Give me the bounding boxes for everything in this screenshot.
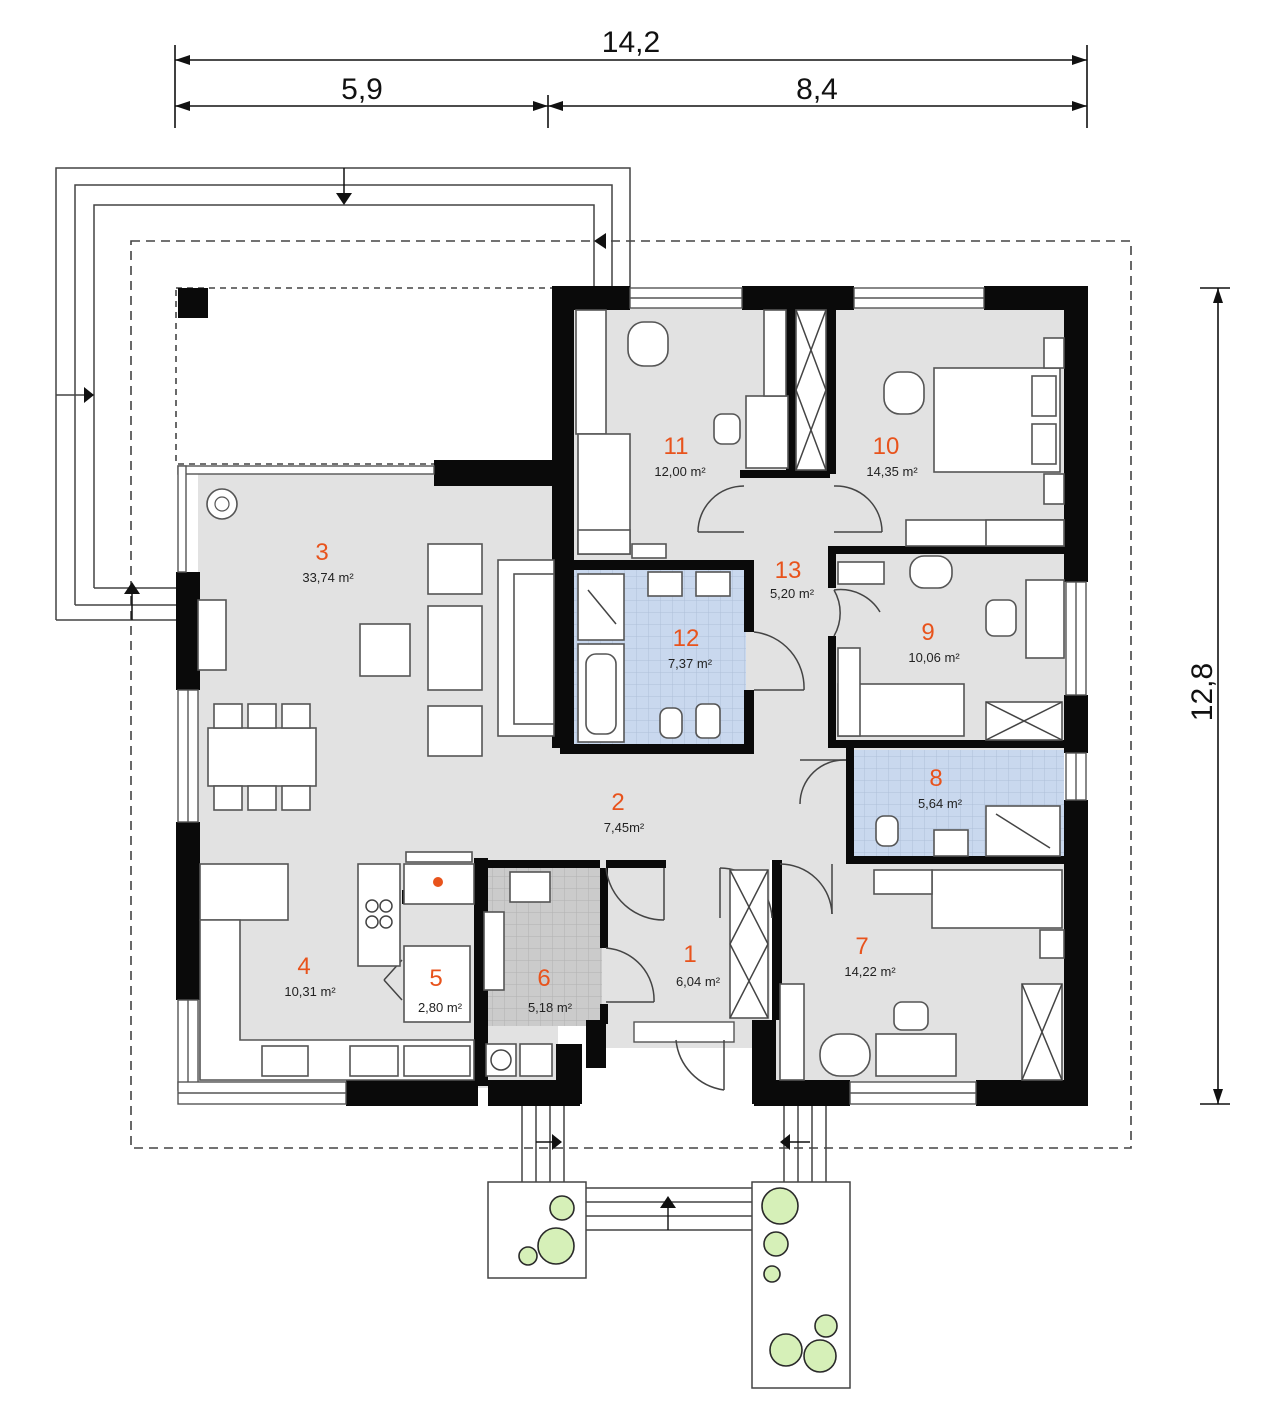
path-arrow-left (552, 1134, 562, 1150)
dim-height: 12,8 (1186, 663, 1219, 721)
bathroom-12-fixtures (577, 571, 731, 743)
room-13-area: 5,20 m² (770, 586, 815, 601)
room-7-area: 14,22 m² (844, 964, 896, 979)
dim-left-width: 5,9 (341, 73, 383, 106)
living-room-furniture (197, 488, 555, 811)
room-9-number: 9 (921, 619, 934, 646)
room-5-area: 2,80 m² (418, 1000, 463, 1015)
room-4-number: 4 (297, 953, 310, 980)
room-10-area: 14,35 m² (866, 464, 918, 479)
room-6-number: 6 (537, 965, 550, 992)
bedroom-10-furniture (883, 337, 1065, 547)
room-10-number: 10 (873, 433, 900, 460)
room-3-area: 33,74 m² (302, 570, 354, 585)
room-1-area: 6,04 m² (676, 974, 721, 989)
dim-right-width: 8,4 (796, 73, 838, 106)
room-1-number: 1 (683, 941, 696, 968)
room-7-number: 7 (855, 933, 868, 960)
room-5-number: 5 (429, 965, 442, 992)
planter-trees (518, 1187, 838, 1373)
gutter-arrow-right (594, 233, 606, 249)
windows (177, 287, 1087, 1105)
room-8-area: 5,64 m² (918, 796, 963, 811)
utility-fixtures (483, 871, 553, 1077)
bedroom-11-furniture (575, 309, 827, 559)
walls (176, 286, 1088, 1106)
room-2-area: 7,45m² (604, 820, 645, 835)
room-12-number: 12 (673, 625, 700, 652)
kitchen-furniture (199, 851, 475, 1081)
roof-outline (130, 240, 1132, 1149)
entrance-and-bedroom-7-furniture (729, 869, 1065, 1081)
path-arrow-middle (660, 1196, 676, 1208)
room-3-number: 3 (315, 539, 328, 566)
gutter-arrow-left (84, 387, 94, 403)
room-11-area: 12,00 m² (654, 464, 706, 479)
room-11-number: 11 (664, 433, 689, 460)
room-9-area: 10,06 m² (908, 650, 960, 665)
dim-total-width: 14,2 (602, 26, 660, 59)
room-8-number: 8 (929, 765, 942, 792)
room-labels: 3 33,74 m² 11 12,00 m² 10 14,35 m² 13 5,… (284, 433, 962, 1015)
bathroom-8-fixtures (875, 805, 1061, 857)
terrace-outline (175, 287, 555, 465)
dimension-lines (174, 45, 1230, 1105)
gutter-arrow-bottom (124, 582, 140, 594)
room-12-area: 7,37 m² (668, 656, 713, 671)
chimney (178, 288, 208, 318)
path-arrow-right (780, 1134, 790, 1150)
room-4-area: 10,31 m² (284, 984, 336, 999)
room-6-area: 5,18 m² (528, 1000, 573, 1015)
bedroom-9-furniture (837, 555, 1065, 741)
room-2-number: 2 (611, 789, 624, 816)
room-13-number: 13 (775, 557, 802, 584)
